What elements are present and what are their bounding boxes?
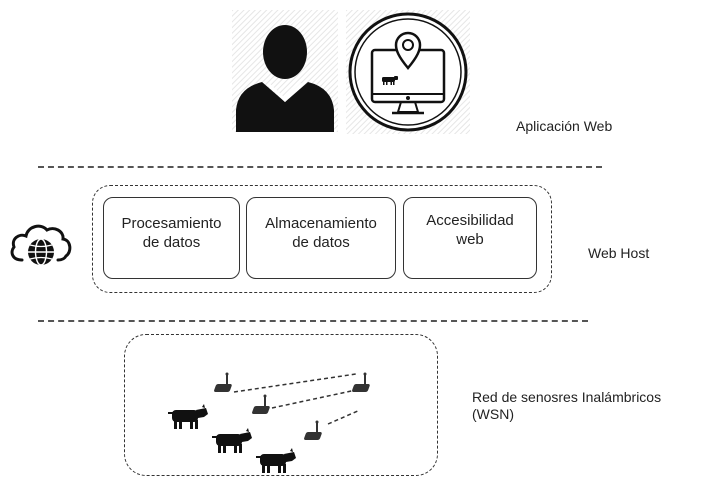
service-storage: Almacenamiento de datos [246, 197, 396, 279]
cow-icon [212, 428, 252, 453]
service-processing-line2: de datos [142, 234, 201, 251]
link-1 [233, 373, 357, 393]
monitor-figure [346, 10, 470, 134]
service-processing: Procesamiento de datos [103, 197, 240, 279]
service-accessibility-line2: web [456, 231, 484, 248]
service-accessibility: Accesibilidad web [403, 197, 537, 279]
wsn-label: Red de senosres Inalámbricos (WSN) [472, 389, 661, 423]
wsn-container [124, 334, 438, 476]
sensor-node-icon [251, 394, 271, 414]
cow-icon [168, 404, 208, 429]
service-accessibility-line1: Accesibilidad [426, 212, 514, 229]
web-app-label: Aplicación Web [516, 118, 613, 134]
cloud-globe-figure [8, 218, 74, 270]
sensor-node-icon [303, 420, 323, 440]
service-processing-line1: Procesamiento [121, 215, 222, 232]
wsn-diagram [168, 372, 371, 473]
wsn-label-line2: (WSN) [472, 406, 514, 422]
separator-bottom [38, 320, 588, 322]
user-figure [232, 10, 338, 132]
web-host-label: Web Host [588, 245, 650, 261]
sensor-node-icon [351, 372, 371, 392]
service-storage-line2: de datos [292, 234, 350, 251]
link-3 [327, 409, 361, 425]
sensor-node-icon [213, 372, 233, 392]
web-host-container [92, 185, 552, 293]
cloud-globe-icon [10, 224, 72, 266]
link-2 [271, 389, 357, 409]
user-icon [232, 10, 338, 132]
separator-top [38, 166, 602, 168]
service-storage-line1: Almacenamiento [265, 215, 377, 232]
cow-icon [256, 448, 296, 473]
wsn-label-line1: Red de senosres Inalámbricos [472, 389, 662, 405]
monitor-location-icon [346, 10, 470, 134]
